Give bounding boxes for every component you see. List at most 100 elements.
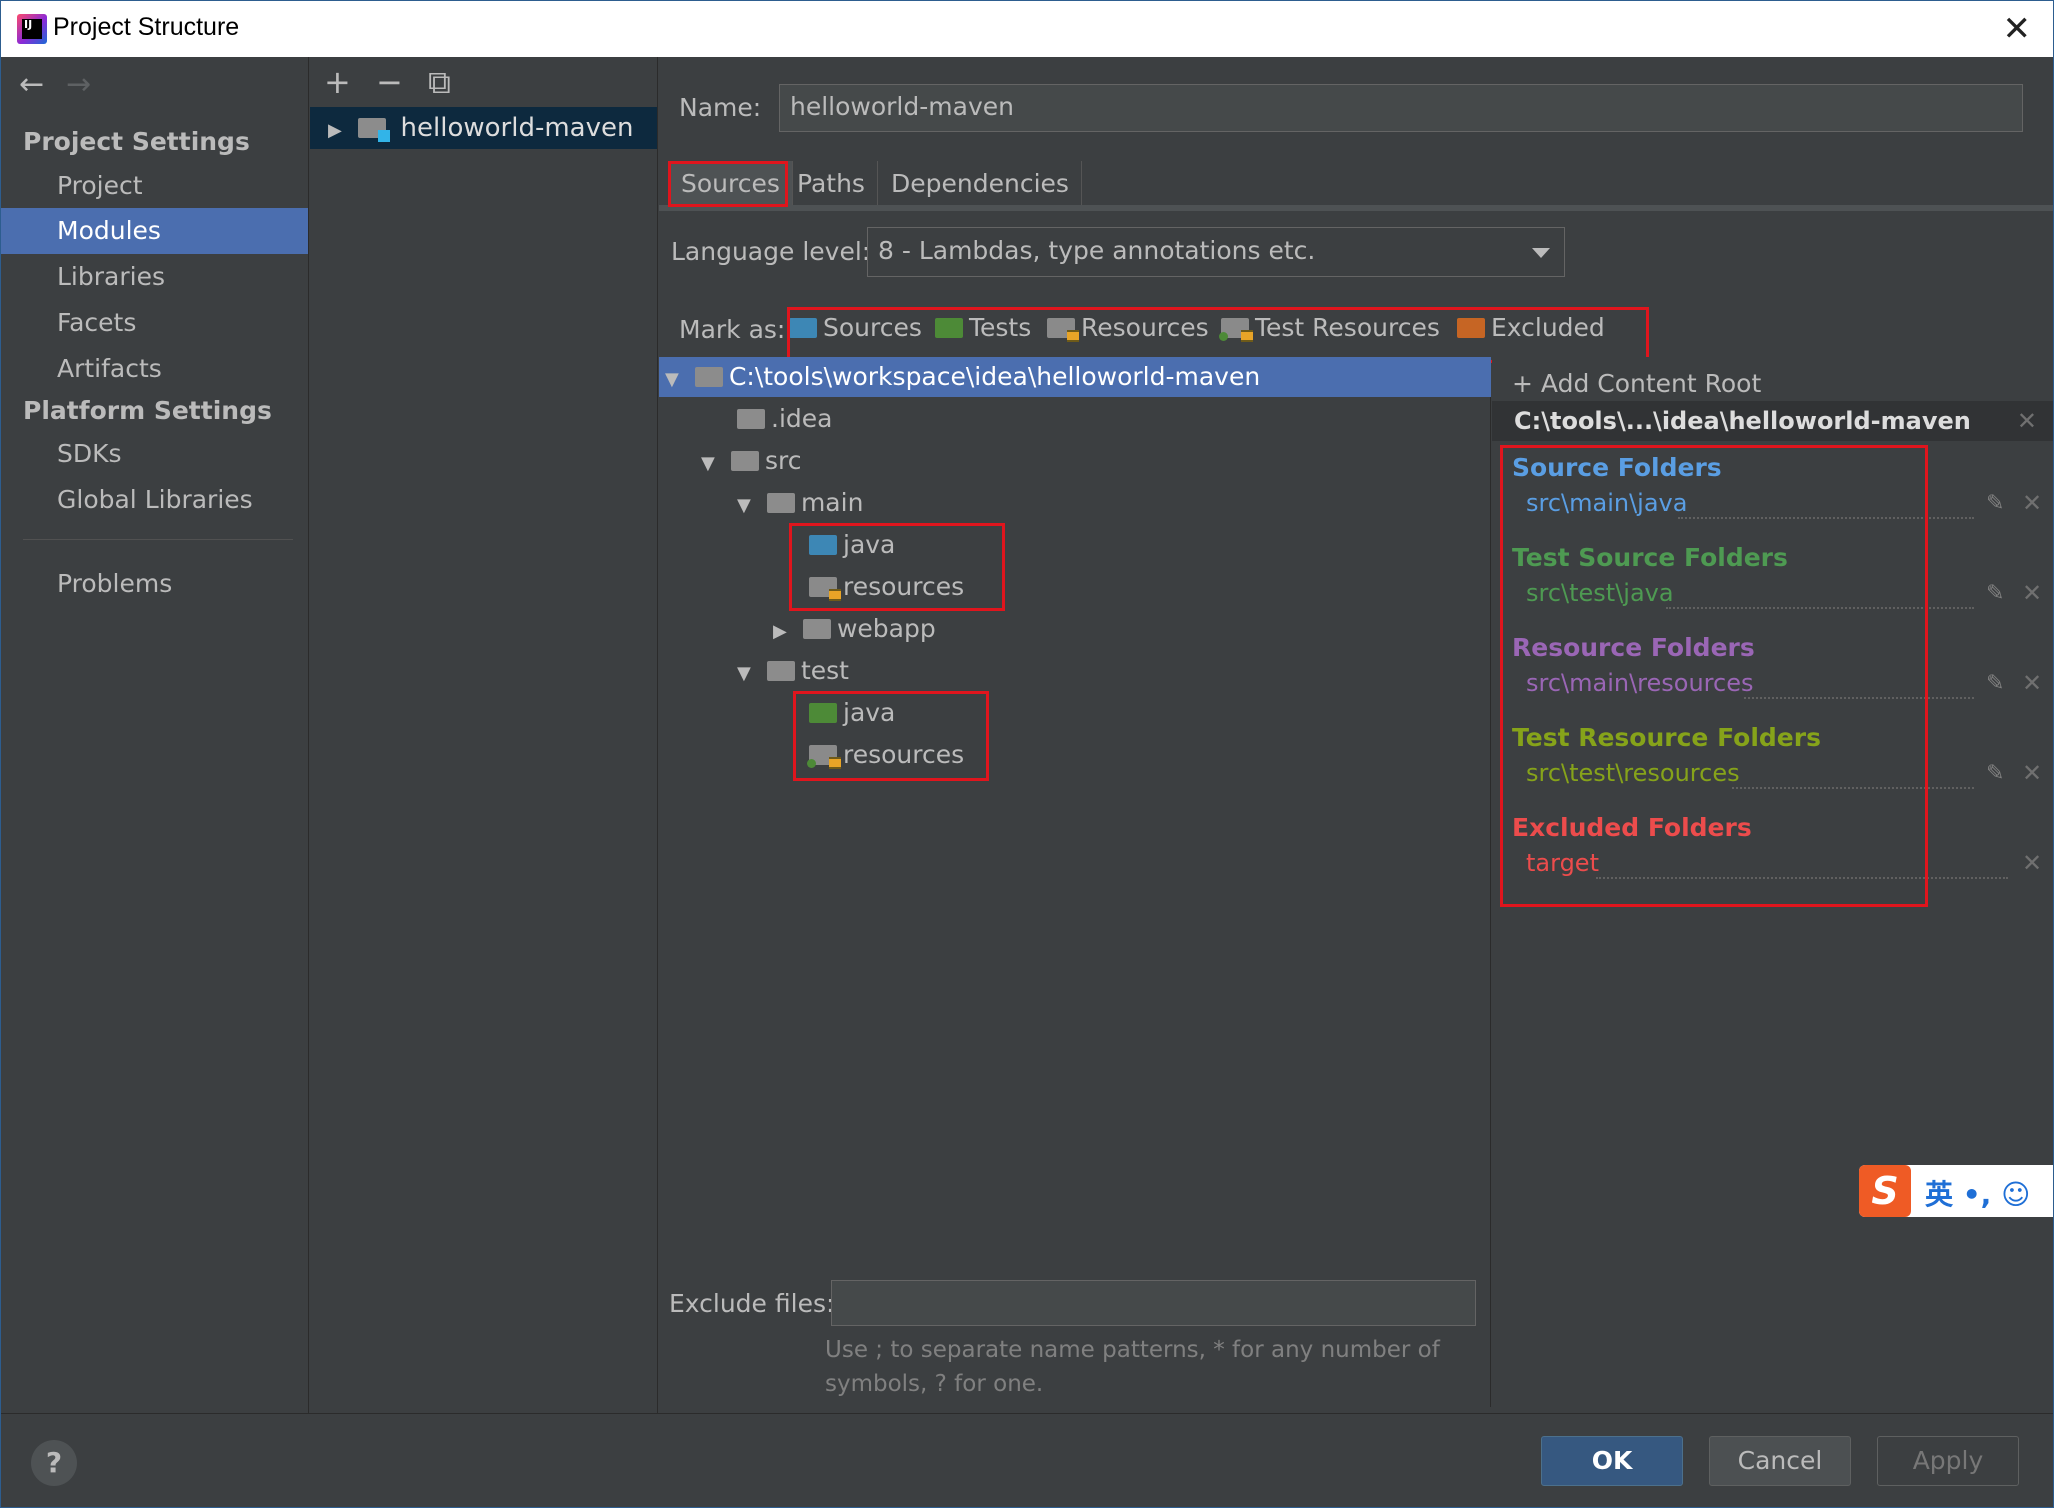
ok-button[interactable]: OK [1541,1436,1683,1486]
folder-icon [737,409,765,429]
nav-item-project[interactable]: Project [57,171,143,200]
tree-root-label: C:\tools\workspace\idea\helloworld-maven [728,362,1261,391]
tree-node-webapp[interactable]: ▶ webapp [773,609,936,649]
main-folders-highlight [789,523,1005,611]
remove-icon[interactable]: ✕ [2022,669,2043,697]
nav-item-artifacts[interactable]: Artifacts [57,354,162,383]
nav-divider [23,539,293,540]
nav-item-global-libraries[interactable]: Global Libraries [57,485,253,514]
folder-icon [802,619,831,639]
dialog-footer: ? OK Cancel Apply [1,1413,2053,1507]
settings-nav: ← → Project Settings Project Modules Libr… [1,57,309,1413]
help-icon[interactable]: ? [31,1440,77,1486]
tree-node-label: resources [843,572,965,601]
tree-node-src[interactable]: ▼ src [701,441,801,481]
source-folder-path[interactable]: src\main\java [1526,489,1688,517]
folder-icon [766,661,795,681]
tree-node-label: .idea [771,404,833,433]
nav-item-problems[interactable]: Problems [57,569,173,598]
tree-node-label: main [800,488,864,517]
edit-icon[interactable]: ✎ [1986,671,2005,696]
excluded-folders-title: Excluded Folders [1512,813,1752,842]
tree-node-test-resources[interactable]: resources [807,735,964,775]
project-settings-header: Project Settings [23,127,250,156]
module-detail: Name: helloworld-maven Sources Paths Dep… [659,57,2053,1413]
ime-language-toggle[interactable]: 英 •, ☺ [1925,1173,2030,1213]
remove-icon[interactable]: ✕ [2022,759,2043,787]
close-icon[interactable]: ✕ [2002,9,2032,49]
remove-icon[interactable]: ✕ [2022,489,2043,517]
tab-underline [659,205,2053,211]
ime-toolbar[interactable]: S 英 •, ☺ [1859,1165,2053,1217]
folders-highlight [1500,445,1928,907]
nav-item-libraries[interactable]: Libraries [57,262,165,291]
remove-root-icon[interactable]: ✕ [2016,407,2037,435]
tree-node-test[interactable]: ▼ test [737,651,849,691]
tree-node-idea[interactable]: .idea [737,399,832,439]
cancel-button[interactable]: Cancel [1709,1436,1851,1486]
add-content-root-label: Add Content Root [1540,369,1762,398]
nav-item-facets[interactable]: Facets [57,308,137,337]
expand-arrow-icon[interactable]: ▶ [773,621,787,642]
module-name: helloworld-maven [400,113,634,143]
collapse-arrow-icon[interactable]: ▼ [701,453,715,474]
mark-tests-button[interactable]: Tests [935,313,1031,342]
language-level-value: 8 - Lambdas, type annotations etc. [878,236,1316,265]
excluded-folder-path[interactable]: target [1526,849,1599,877]
remove-icon[interactable]: ✕ [2022,849,2043,877]
resources-folder-icon [809,577,841,601]
language-level-select[interactable]: 8 - Lambdas, type annotations etc. [867,227,1565,277]
folder-icon [730,451,759,471]
test-source-folder-path[interactable]: src\test\java [1526,579,1674,607]
sogou-logo-icon: S [1859,1165,1911,1217]
collapse-arrow-icon[interactable]: ▼ [737,495,751,516]
remove-icon[interactable]: ✕ [2022,579,2043,607]
leader-dots [1678,517,1974,519]
tree-node-label: test [800,656,849,685]
add-icon[interactable]: + [324,63,351,101]
edit-icon[interactable]: ✎ [1986,491,2005,516]
tree-root[interactable]: ▼ C:\tools\workspace\idea\helloworld-mav… [659,357,1491,397]
tests-folder-icon [935,318,963,338]
back-arrow-icon[interactable]: ← [19,67,45,102]
module-item[interactable]: ▶ helloworld-maven [310,107,657,149]
folder-icon [766,493,795,513]
tree-node-main-java[interactable]: java [809,525,895,565]
tree-node-main-resources[interactable]: resources [809,567,964,607]
apply-button[interactable]: Apply [1877,1436,2019,1486]
mark-sources-button[interactable]: Sources [789,313,922,342]
exclude-files-label: Exclude files: [669,1289,835,1318]
add-content-root-button[interactable]: + Add Content Root [1512,369,1761,398]
edit-icon[interactable]: ✎ [1986,581,2005,606]
collapse-arrow-icon[interactable]: ▼ [737,663,751,684]
exclude-files-input[interactable] [831,1280,1476,1326]
name-field[interactable]: helloworld-maven [779,84,2023,132]
remove-icon[interactable]: − [376,63,403,101]
name-label: Name: [679,93,762,122]
folder-tree: ▼ C:\tools\workspace\idea\helloworld-mav… [659,357,1491,1407]
resource-folder-path[interactable]: src\main\resources [1526,669,1754,697]
tree-node-test-java[interactable]: java [809,693,895,733]
leader-dots [1666,607,1974,609]
nav-item-modules[interactable]: Modules [1,208,308,254]
sources-folder-icon [809,535,837,555]
tab-dependencies[interactable]: Dependencies [879,161,1082,207]
mark-resources-button[interactable]: Resources [1047,313,1209,342]
tab-paths[interactable]: Paths [785,161,878,207]
expand-arrow-icon[interactable]: ▶ [328,120,342,141]
nav-item-sdks[interactable]: SDKs [57,439,122,468]
tab-sources[interactable]: Sources [669,161,793,207]
mark-test-resources-button[interactable]: Test Resources [1219,313,1440,342]
copy-icon[interactable]: ⧉ [428,63,451,101]
edit-icon[interactable]: ✎ [1986,761,2005,786]
sources-tab-highlight [668,161,788,207]
plus-icon: + [1512,369,1541,398]
test-resource-folder-path[interactable]: src\test\resources [1526,759,1740,787]
collapse-arrow-icon[interactable]: ▼ [665,369,679,390]
intellij-logo-icon: IJ [17,14,47,44]
resource-folders-title: Resource Folders [1512,633,1755,662]
tree-node-main[interactable]: ▼ main [737,483,863,523]
title-bar: IJ Project Structure ✕ [1,1,2053,57]
mark-excluded-button[interactable]: Excluded [1457,313,1605,342]
forward-arrow-icon[interactable]: → [66,67,92,102]
